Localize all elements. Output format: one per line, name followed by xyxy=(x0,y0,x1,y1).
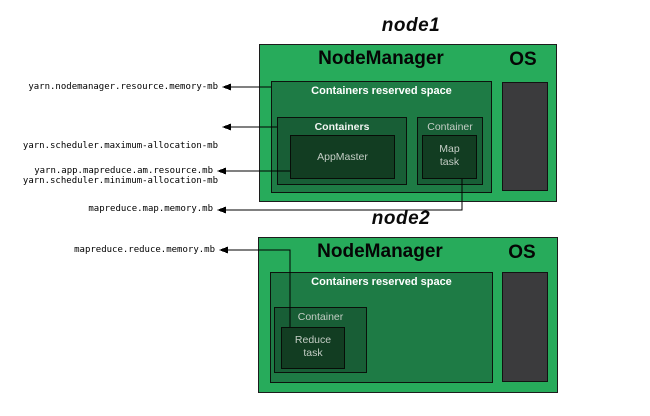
node1-map-task-label: Map task xyxy=(422,143,477,169)
node2-reduce-task-box xyxy=(281,327,345,369)
node2-container-label: Container xyxy=(297,311,344,323)
config-label-scheduler-max: yarn.scheduler.maximum-allocation-mb xyxy=(22,141,218,151)
node2-nodemanager-label: NodeManager xyxy=(317,241,443,262)
node1-nodemanager-label: NodeManager xyxy=(318,48,444,69)
config-label-nodemanager-resource-memory: yarn.nodemanager.resource.memory-mb xyxy=(28,82,218,92)
config-label-scheduler-allocation: yarn.scheduler.maximum-allocation-mb yar… xyxy=(0,118,218,210)
config-label-scheduler-min: yarn.scheduler.minimum-allocation-mb xyxy=(22,175,218,186)
node1-os-label: OS xyxy=(509,49,537,70)
node1-appmaster-label: AppMaster xyxy=(317,151,368,163)
node2-reduce-task-label: Reduce task xyxy=(281,334,345,360)
node2-title: node2 xyxy=(371,208,431,229)
node1-appmaster-box xyxy=(290,135,395,179)
reduce-task-line2: task xyxy=(303,347,323,359)
node1-containers-label: Containers xyxy=(314,121,370,133)
node1-title: node1 xyxy=(381,15,441,36)
node2-os-label: OS xyxy=(508,242,536,263)
node1-container-label: Container xyxy=(427,121,473,133)
node1-containers-reserved-space-label: Containers reserved space xyxy=(311,85,452,97)
node1-map-task-box xyxy=(422,135,477,179)
config-label-map-memory: mapreduce.map.memory.mb xyxy=(88,204,213,214)
map-task-line2: task xyxy=(439,156,460,168)
node1-os-memory-rect xyxy=(502,82,548,191)
config-label-reduce-memory: mapreduce.reduce.memory.mb xyxy=(74,245,215,255)
node2-os-memory-rect xyxy=(502,272,548,382)
config-label-am-resource: yarn.app.mapreduce.am.resource.mb xyxy=(34,166,213,176)
reduce-task-line1: Reduce xyxy=(294,334,332,346)
node2-containers-reserved-space-label: Containers reserved space xyxy=(311,276,452,288)
map-task-line1: Map xyxy=(439,143,460,155)
